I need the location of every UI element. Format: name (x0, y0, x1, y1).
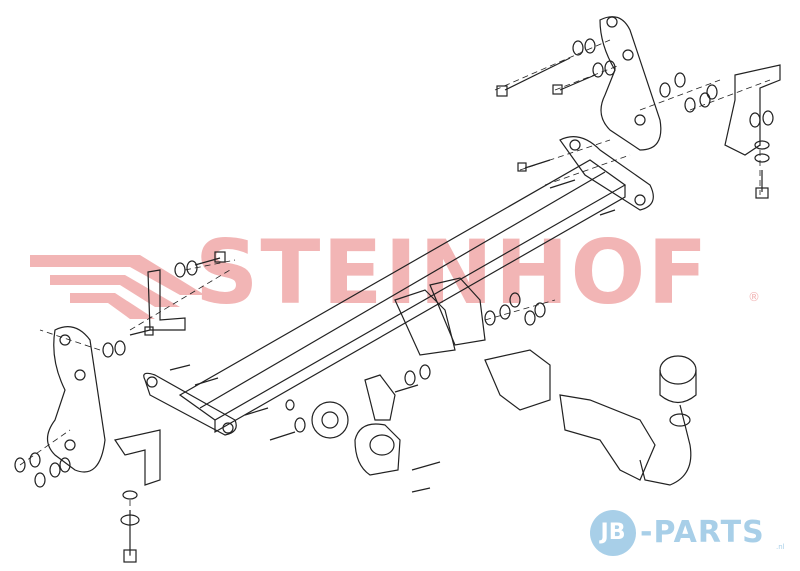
beam-end-plate-right (559, 136, 654, 211)
washers-and-nuts (14, 38, 774, 526)
brand-watermark: STEINHOF (195, 221, 710, 324)
small-bracket-top (147, 269, 186, 331)
assembly-guide-lines (19, 39, 771, 560)
detachable-tow-ball (639, 355, 697, 486)
jb-parts-logo-suffix: .nl (776, 543, 785, 551)
side-bracket-left (46, 326, 106, 473)
jb-parts-logo-text: -PARTS (640, 515, 765, 550)
center-hanger-1 (394, 289, 456, 356)
jb-parts-logo-badge: JB (590, 510, 636, 556)
registered-mark: ® (748, 290, 760, 304)
electrical-socket (311, 401, 401, 476)
beam-end-plate-left (143, 372, 237, 436)
small-bracket-right (724, 64, 781, 156)
tow-ball-mount (484, 349, 551, 411)
side-bracket-right (599, 16, 662, 151)
cross-beam (178, 159, 627, 434)
small-bracket-left (114, 429, 161, 486)
bolts (123, 57, 769, 563)
center-plate (364, 374, 396, 421)
center-hanger-2 (429, 277, 486, 346)
steinhof-emblem (30, 255, 205, 319)
